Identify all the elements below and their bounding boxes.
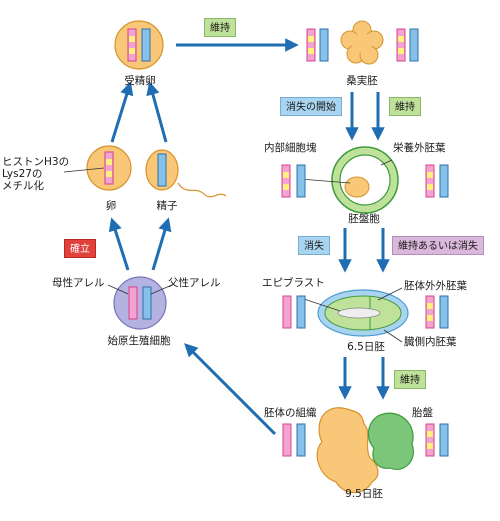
maternal-allele-pointer [107,284,129,295]
pgc-icon [113,276,167,330]
epiblast-label: エピブラスト [262,277,325,289]
sperm-icon [145,149,227,198]
extraembryonic-ectoderm-label: 胚体外外胚葉 [404,280,467,292]
placenta-maternal-chromosome [425,423,435,457]
morula-paternal-chromosome-2 [409,28,419,62]
te-paternal-chromosome [439,164,449,198]
arrow-to-pgc [184,343,277,436]
embryonic-tissue-paternal-chromosome [296,423,306,457]
extraembryonic-pointer [377,287,403,301]
extraembryonic-paternal-chromosome [439,295,449,329]
inner-cell-mass-label: 内部細胞塊 [264,142,317,154]
arrow-egg-to-zygote [110,81,134,143]
icm-paternal-chromosome [296,164,306,198]
fertilized-egg-label: 受精卵 [124,75,156,87]
visceral-endoderm-pointer [383,329,403,343]
e65-label: 6.5日胚 [347,341,385,353]
placenta-paternal-chromosome [439,423,449,457]
arrow-sperm-to-zygote [146,81,168,143]
embryonic-tissue-maternal-chromosome [282,423,292,457]
establish-tag: 確立 [64,239,96,258]
blastocyst-icon [331,146,399,214]
arrow-pgc-to-sperm [151,217,172,271]
maternal-allele-label: 母性アレル [52,277,105,289]
blastocyst-label: 胚盤胞 [348,213,380,225]
paternal-allele-label: 父性アレル [168,277,221,289]
epiblast-maternal-chromosome [282,295,292,329]
morula-paternal-chromosome [319,28,329,62]
placenta-label: 胎盤 [412,407,433,419]
visceral-endoderm-label: 臓側内胚葉 [404,336,457,348]
histone-methylation-note: ヒストンH3の Lys27の メチル化 [2,156,70,192]
paternal-allele-pointer [150,284,173,295]
loss-tag: 消失 [298,236,330,255]
morula-icon [340,20,384,65]
icm-pointer [299,178,351,184]
maintain-or-loss-tag: 維持あるいは消失 [392,236,484,255]
pgc-label: 始原生殖細胞 [107,335,171,347]
arrow-pgc-to-egg [108,217,130,271]
e95-embryo-icon [316,407,414,494]
epiblast-paternal-chromosome [296,295,306,329]
trophectoderm-label: 栄養外胚葉 [393,142,446,154]
morula-maternal-chromosome-2 [396,28,406,62]
extraembryonic-maternal-chromosome [425,295,435,329]
icm-maternal-chromosome [281,164,291,198]
egg-label: 卵 [105,200,117,212]
start-loss-tag: 消失の開始 [280,97,342,116]
e95-label: 9.5日胚 [345,488,383,500]
sperm-label: 精子 [156,200,178,212]
e65-embryo-icon [317,289,409,337]
te-pointer [380,159,393,166]
embryonic-tissue-label: 胚体の組織 [264,407,317,419]
morula-label: 桑実胚 [346,75,378,87]
egg-icon [86,145,132,191]
maintain-tag-placenta: 維持 [394,370,426,389]
morula-maternal-chromosome [306,28,316,62]
epiblast-pointer [300,297,341,312]
histone-note-pointer [63,167,105,173]
fertilized-egg [114,20,164,70]
maintain-tag-zygote-morula: 維持 [204,18,236,37]
te-maternal-chromosome [425,164,435,198]
maintain-tag-morula-te: 維持 [389,97,421,116]
